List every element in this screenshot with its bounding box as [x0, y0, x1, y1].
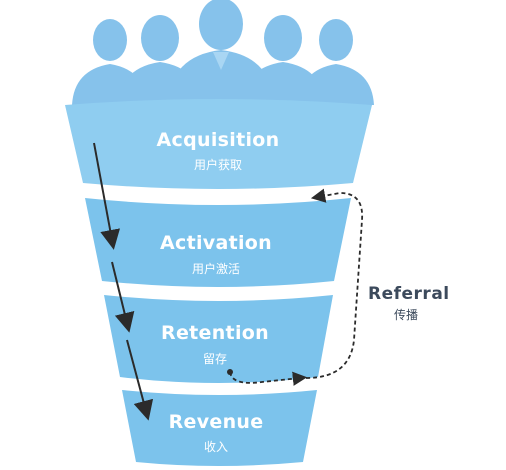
flow-arrows	[93, 142, 154, 421]
user-group-icon	[72, 0, 374, 105]
stage-title-acquisition: Acquisition	[156, 129, 280, 151]
stage-subtitle-retention: 留存	[202, 352, 227, 366]
stage-subtitle-revenue: 收入	[203, 440, 228, 454]
referral-loop-arc	[305, 188, 363, 379]
person-icon-center	[168, 0, 274, 105]
stage-subtitle-acquisition: 用户获取	[193, 158, 242, 172]
stage-title-activation: Activation	[160, 232, 272, 254]
stage-title-retention: Retention	[161, 322, 269, 344]
funnel-segment-acquisition	[65, 99, 372, 189]
funnel-segment-activation	[85, 198, 351, 287]
referral-loop-lower-arrow	[229, 371, 308, 386]
arrow-activation-to-retention	[111, 261, 135, 333]
funnel-segment-revenue	[122, 390, 317, 466]
arrow-retention-to-revenue	[126, 339, 154, 421]
stage-subtitle-activation: 用户激活	[191, 262, 240, 276]
funnel-segment-retention	[104, 295, 333, 383]
funnel-segments	[65, 99, 372, 466]
referral-loop	[227, 188, 363, 386]
referral-subtitle: 传播	[394, 308, 419, 322]
stage-title-revenue: Revenue	[168, 411, 264, 433]
referral-title: Referral	[368, 284, 450, 304]
arrow-acquisition-to-activation	[93, 142, 121, 250]
